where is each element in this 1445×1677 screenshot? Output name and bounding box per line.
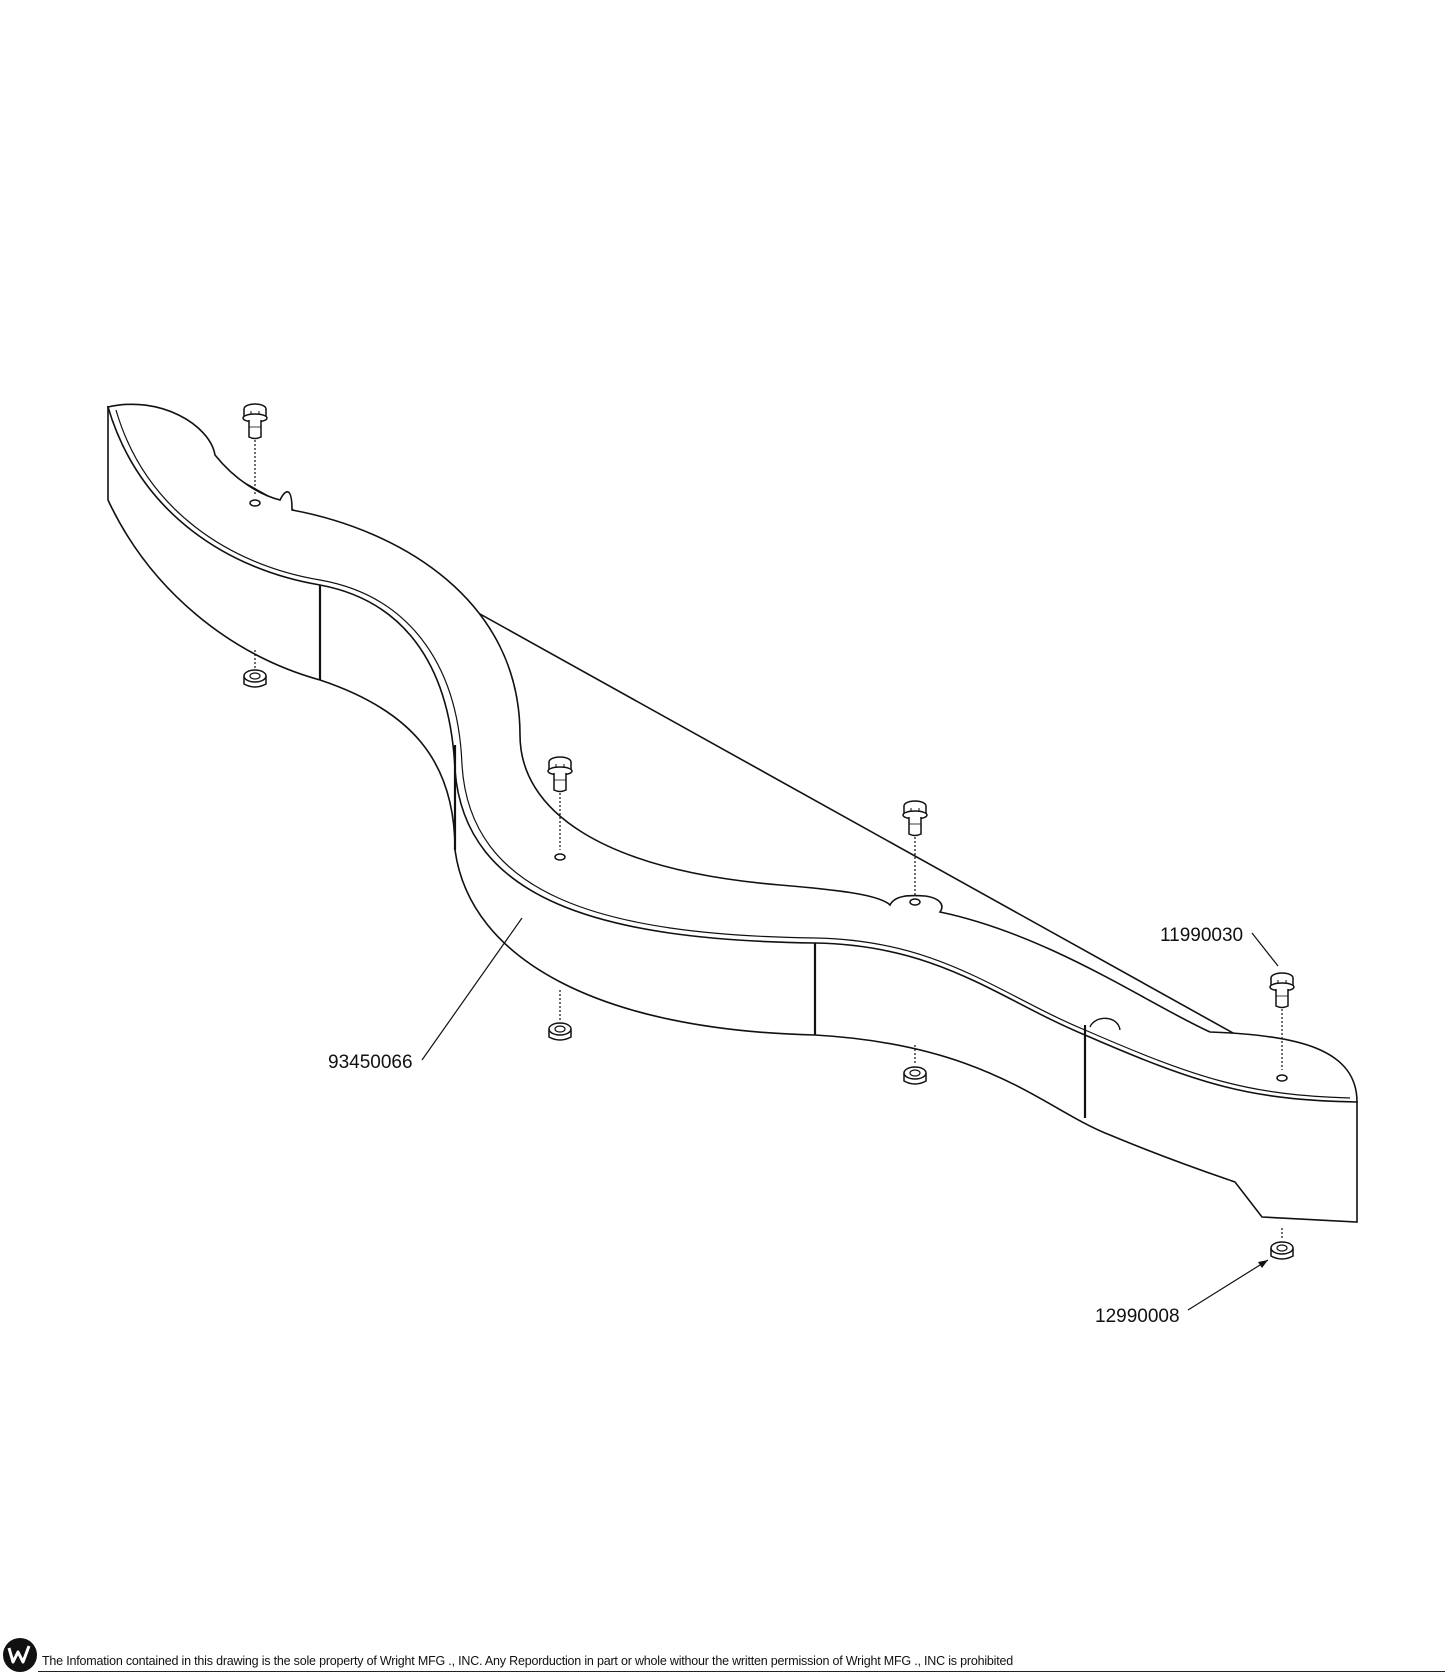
fastener-set-1 bbox=[242, 403, 268, 688]
callout-bolt-label: 11990030 bbox=[1160, 925, 1243, 946]
footer-divider bbox=[38, 1671, 1445, 1672]
bolt-icon bbox=[1269, 972, 1295, 1009]
fastener-set-2 bbox=[547, 756, 573, 1041]
nut-icon bbox=[903, 1066, 927, 1085]
callout-bolt: 11990030 bbox=[1160, 925, 1279, 967]
callout-nut-label: 12990008 bbox=[1095, 1306, 1180, 1327]
nut-icon bbox=[1270, 1241, 1294, 1260]
fastener-set-4 bbox=[1269, 972, 1295, 1260]
fastener-set-3 bbox=[902, 800, 928, 1085]
bolt-icon bbox=[902, 800, 928, 837]
bolt-icon bbox=[242, 403, 268, 440]
nut-icon bbox=[243, 669, 267, 688]
callout-nut: 12990008 bbox=[1095, 1259, 1269, 1327]
proprietary-notice: The Infomation contained in this drawing… bbox=[42, 1654, 1014, 1668]
bumper-part bbox=[106, 403, 1358, 1223]
callout-bumper: 93450066 bbox=[328, 917, 523, 1073]
wright-logo-icon bbox=[3, 1638, 37, 1672]
callout-bumper-label: 93450066 bbox=[328, 1052, 413, 1073]
nut-icon bbox=[548, 1022, 572, 1041]
